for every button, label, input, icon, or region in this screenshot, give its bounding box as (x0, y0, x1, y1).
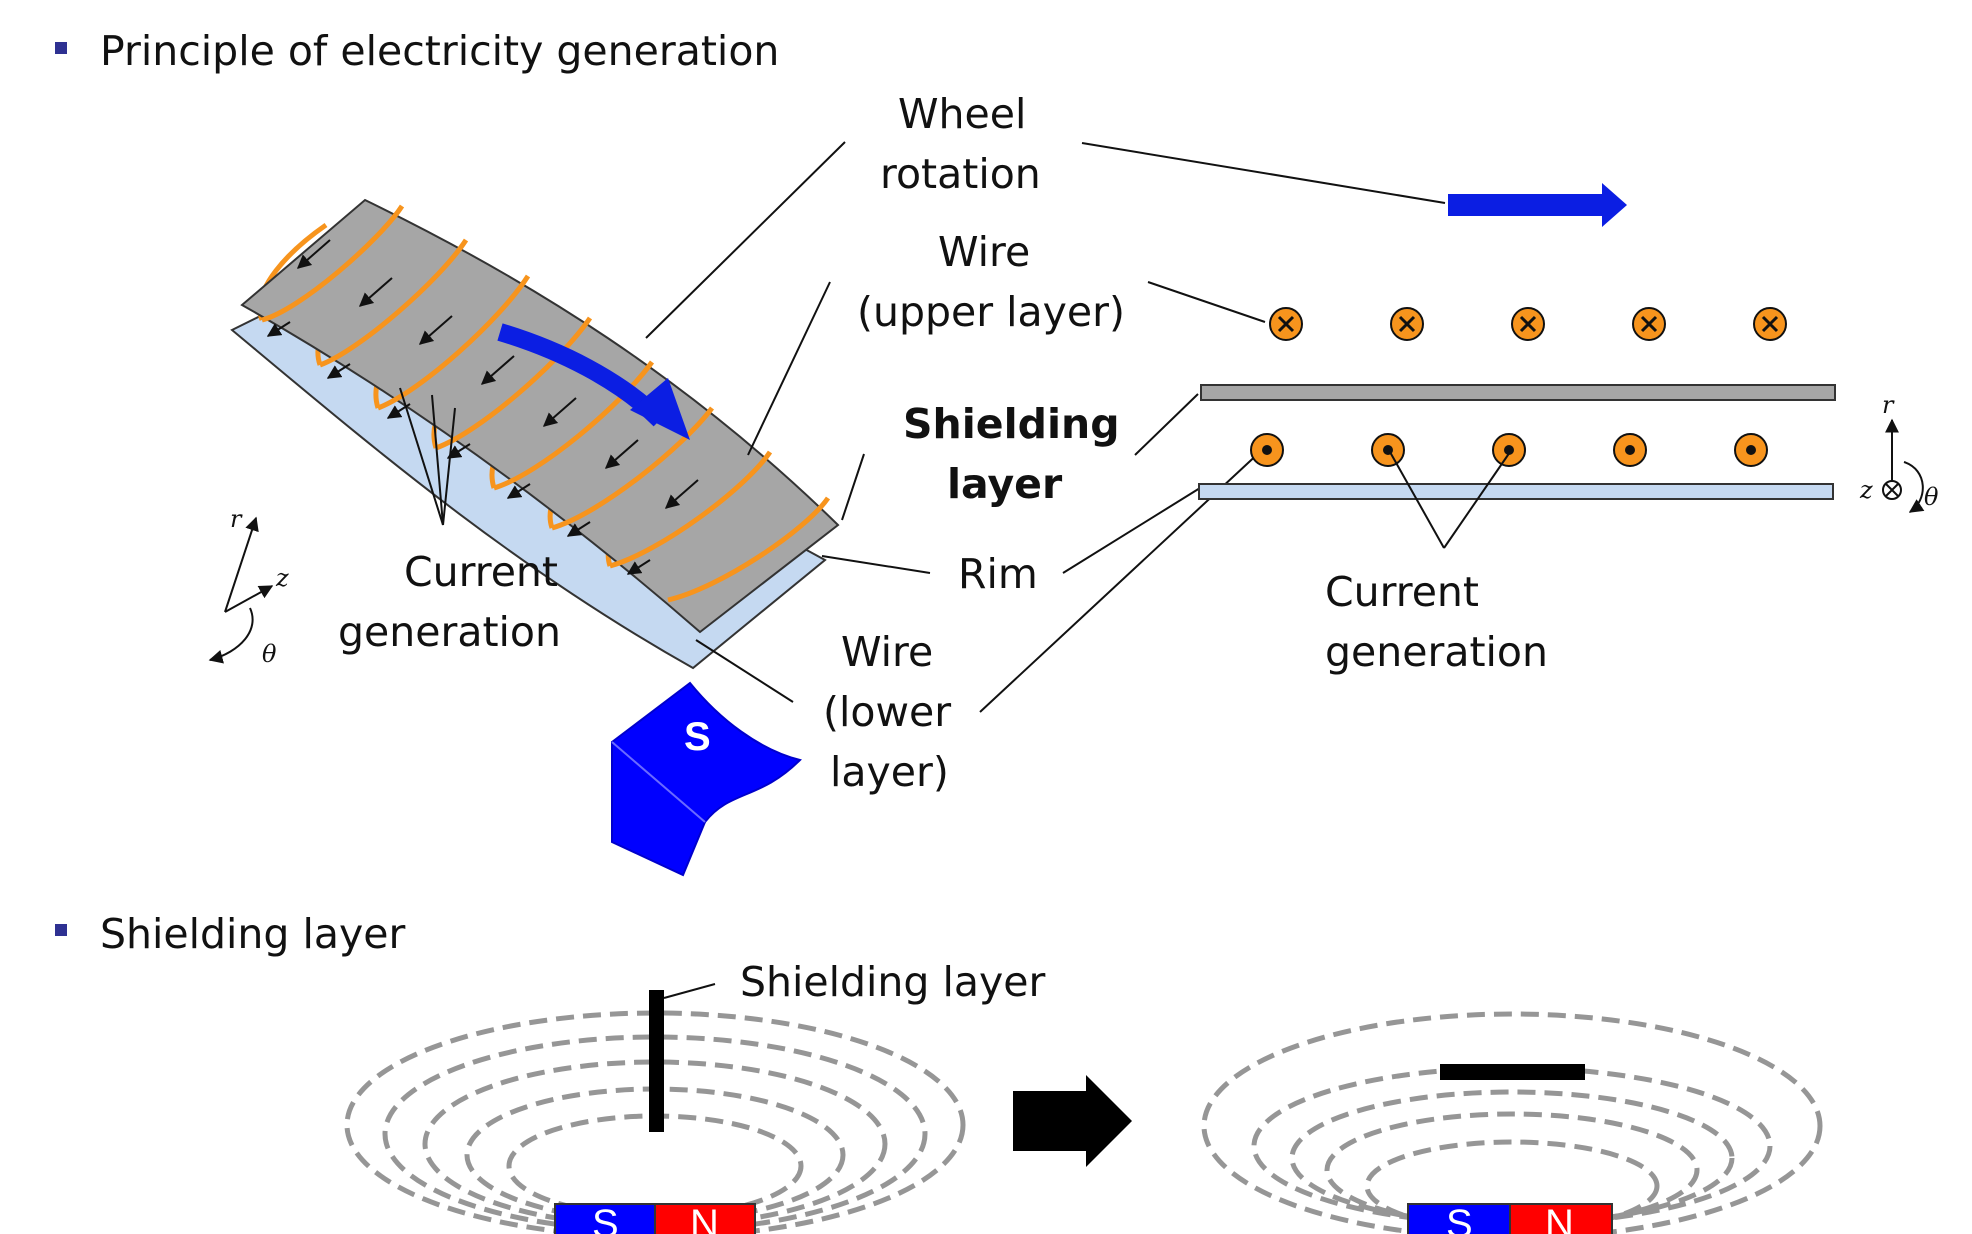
leader-lines-center (645, 141, 1446, 713)
svg-text:layer: layer (947, 460, 1063, 508)
bullet-icon (55, 42, 67, 54)
svg-text:N: N (1545, 1202, 1574, 1234)
current-generation-left: Current generation (338, 548, 561, 656)
wires-lower-out-of-page (1250, 433, 1768, 467)
leader-lines-left (399, 387, 456, 526)
axis-z-left: z (275, 564, 289, 592)
section-title-shielding: Shielding layer (100, 910, 405, 958)
magnet-block: S (611, 681, 802, 877)
field-diagram-before: S N (344, 990, 966, 1234)
svg-text:Shielding: Shielding (903, 400, 1120, 448)
wires-upper-into-page (1269, 307, 1787, 341)
transition-arrow (1013, 1075, 1132, 1167)
label-rim: Rim (958, 550, 1038, 598)
svg-text:Wire: Wire (938, 228, 1030, 276)
cross-section-view (1198, 183, 1836, 549)
svg-text:generation: generation (1325, 628, 1548, 676)
direction-arrow (1448, 183, 1627, 227)
label-wheel-rotation: Wheel rotation (880, 90, 1041, 198)
magnet-block-pole: S (684, 715, 711, 759)
svg-text:Wheel: Wheel (898, 90, 1026, 138)
axis-theta-left: θ (262, 640, 277, 668)
label-shielding-layer: Shielding layer (903, 400, 1120, 508)
svg-text:(upper layer): (upper layer) (857, 288, 1125, 336)
svg-text:rotation: rotation (880, 150, 1041, 198)
svg-text:generation: generation (338, 608, 561, 656)
rim-3d-view (230, 198, 840, 670)
field-diagram-after: S N (1201, 1011, 1823, 1234)
label-wire-upper: Wire (upper layer) (857, 228, 1125, 336)
svg-text:S: S (592, 1202, 619, 1234)
section-title-principle: Principle of electricity generation (100, 27, 779, 75)
svg-text:Current: Current (1325, 568, 1479, 616)
shielding-bar (1200, 384, 1836, 401)
axis-theta-right: θ (1924, 483, 1939, 511)
label-wire-lower: Wire (lower layer) (823, 628, 951, 796)
bullet-icon (55, 924, 67, 936)
axis-r-left: r (230, 505, 243, 533)
current-arrows (266, 239, 699, 575)
shielding-leader (663, 983, 716, 999)
svg-text:(lower: (lower (823, 688, 951, 736)
magnet-south (554, 1203, 656, 1234)
rim-bar (1198, 483, 1834, 500)
magnet-north (654, 1203, 756, 1234)
svg-text:S: S (1446, 1202, 1473, 1234)
current-generation-right: Current generation (1325, 568, 1548, 676)
wire-coils-front (261, 204, 831, 603)
svg-text:layer): layer) (830, 748, 949, 796)
magnet-north (1509, 1203, 1613, 1234)
label-shielding-layer-bottom: Shielding layer (740, 958, 1045, 1006)
svg-text:Current: Current (404, 548, 558, 596)
axis-indicator-left: r z θ (208, 505, 289, 668)
svg-text:N: N (690, 1202, 719, 1234)
shielding-layer-horizontal (1440, 1064, 1585, 1080)
axis-indicator-right: r z θ (1859, 391, 1939, 513)
axis-r-right: r (1882, 391, 1895, 419)
svg-text:Wire: Wire (841, 628, 933, 676)
shielding-layer-vertical (649, 990, 664, 1132)
axis-z-right: z (1859, 476, 1873, 504)
